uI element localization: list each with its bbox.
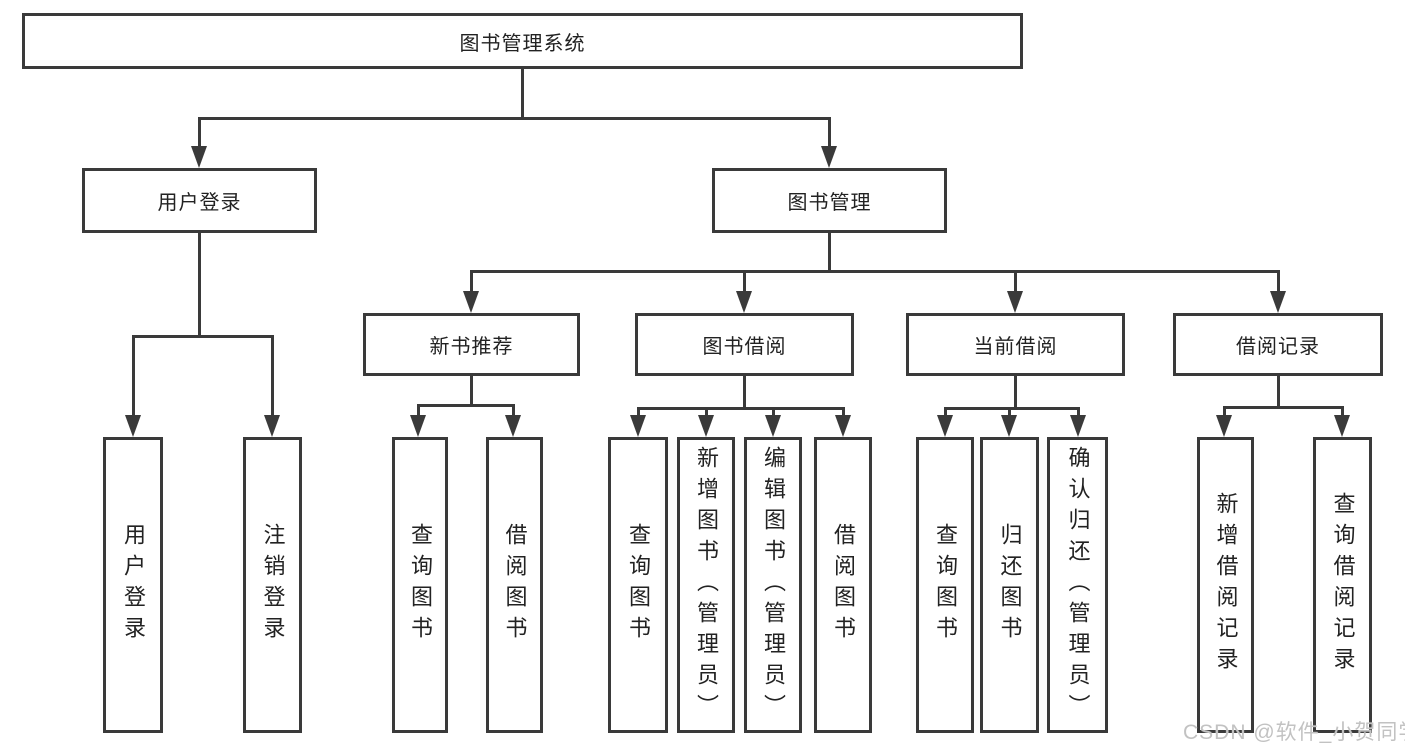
- leaf-user-login: 用户登录: [103, 437, 163, 733]
- leaf-borrow-books-recommend-label: 借阅图书: [502, 523, 528, 647]
- leaf-query-books-recommend-label: 查询图书: [408, 523, 433, 647]
- leaf-query-borrow-record: 查询借阅记录: [1313, 437, 1372, 733]
- arrowheads: [125, 146, 1350, 437]
- leaf-edit-books-admin: 编辑图书（管理员）: [744, 437, 802, 733]
- node-root: 图书管理系统: [22, 13, 1023, 69]
- node-current-borrowing: 当前借阅: [906, 313, 1125, 376]
- leaf-confirm-return-admin: 确认归还（管理员）: [1047, 437, 1108, 733]
- leaf-return-books: 归还图书: [980, 437, 1039, 733]
- leaf-query-books-current: 查询图书: [916, 437, 974, 733]
- leaf-borrow-books-borrowing: 借阅图书: [814, 437, 872, 733]
- node-root-label: 图书管理系统: [459, 32, 586, 55]
- node-user-login-label: 用户登录: [157, 192, 242, 214]
- node-current-borrowing-label: 当前借阅: [973, 336, 1058, 358]
- leaf-query-books-current-label: 查询图书: [933, 523, 958, 647]
- leaf-borrow-books-borrowing-label: 借阅图书: [831, 523, 856, 647]
- leaf-borrow-books-recommend: 借阅图书: [486, 437, 543, 733]
- leaf-confirm-return-admin-label: 确认归还（管理员）: [1065, 445, 1091, 725]
- leaf-query-books-borrowing-label: 查询图书: [626, 523, 651, 647]
- node-book-borrowing-label: 图书借阅: [702, 336, 787, 358]
- leaf-query-books-borrowing: 查询图书: [608, 437, 668, 733]
- leaf-add-borrow-record-label: 新增借阅记录: [1213, 492, 1239, 678]
- node-new-book-recommend: 新书推荐: [363, 313, 580, 376]
- node-borrow-records: 借阅记录: [1173, 313, 1383, 376]
- leaf-query-books-recommend: 查询图书: [392, 437, 448, 733]
- node-book-borrowing: 图书借阅: [635, 313, 854, 376]
- leaf-logout-label: 注销登录: [260, 523, 286, 647]
- node-book-management: 图书管理: [712, 168, 947, 233]
- leaf-add-books-admin: 新增图书（管理员）: [677, 437, 735, 733]
- leaf-return-books-label: 归还图书: [997, 523, 1023, 647]
- leaf-edit-books-admin-label: 编辑图书（管理员）: [761, 445, 786, 725]
- leaf-logout: 注销登录: [243, 437, 302, 733]
- node-new-book-recommend-label: 新书推荐: [429, 336, 514, 358]
- leaf-add-borrow-record: 新增借阅记录: [1197, 437, 1254, 733]
- leaf-add-books-admin-label: 新增图书（管理员）: [694, 445, 719, 725]
- node-book-management-label: 图书管理: [787, 192, 872, 214]
- leaf-user-login-label: 用户登录: [121, 523, 146, 647]
- node-borrow-records-label: 借阅记录: [1236, 336, 1320, 358]
- leaf-query-borrow-record-label: 查询借阅记录: [1330, 492, 1356, 678]
- node-user-login: 用户登录: [82, 168, 317, 233]
- csdn-watermark: CSDN @软件_小贺同学: [1183, 721, 1405, 744]
